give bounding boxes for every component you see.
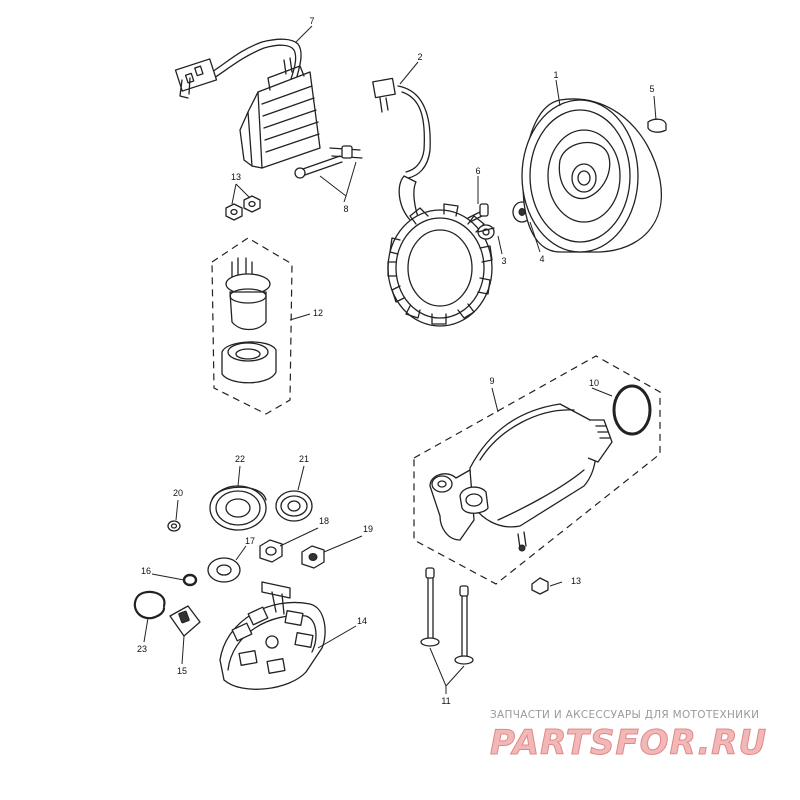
part-washer-small — [477, 224, 495, 240]
part-starter-relay — [211, 237, 293, 415]
callout-7: 7 — [309, 16, 314, 26]
callout-23: 23 — [137, 644, 147, 654]
part-oring-16 — [182, 573, 198, 587]
callout-14: 14 — [357, 616, 367, 626]
part-nut-18 — [259, 539, 283, 563]
callout-18: 18 — [319, 516, 329, 526]
callout-17: 17 — [245, 536, 255, 546]
part-regulator-screws — [294, 145, 363, 179]
watermark-brand: PARTSFOR.RU — [490, 723, 767, 763]
callout-3: 3 — [501, 256, 506, 266]
callout-15: 15 — [177, 666, 187, 676]
part-o-ring — [612, 384, 652, 436]
callout-19: 19 — [363, 524, 373, 534]
part-flywheel-bolt — [467, 203, 489, 223]
callout-22: 22 — [235, 454, 245, 464]
part-starter-motor — [413, 355, 661, 585]
part-nut-19 — [301, 545, 325, 569]
callout-12: 12 — [313, 308, 323, 318]
part-nuts-top — [225, 195, 261, 221]
watermark: ЗАПЧАСТИ И АКСЕССУАРЫ ДЛЯ МОТОТЕХНИКИ PA… — [490, 709, 767, 764]
part-washer-20 — [167, 520, 181, 532]
callout-13-right: 13 — [571, 576, 581, 586]
part-bearing-21 — [275, 490, 313, 522]
callout-5: 5 — [649, 84, 654, 94]
callout-21: 21 — [299, 454, 309, 464]
callout-11: 11 — [441, 696, 450, 706]
part-flywheel — [521, 98, 662, 253]
callout-20: 20 — [173, 488, 183, 498]
part-bearing-22 — [209, 485, 267, 531]
part-circlip-23 — [133, 590, 166, 620]
part-bushing-17 — [207, 557, 241, 583]
callout-2: 2 — [417, 52, 422, 62]
leader-lines — [143, 25, 657, 694]
callout-6: 6 — [475, 166, 480, 176]
part-long-bolts — [420, 567, 474, 665]
part-stator — [372, 77, 493, 327]
callout-13-top: 13 — [231, 172, 241, 182]
callout-8: 8 — [343, 204, 348, 214]
callout-9: 9 — [489, 376, 494, 386]
callout-1: 1 — [553, 70, 558, 80]
callout-16: 16 — [141, 566, 151, 576]
part-woodruff-key — [647, 118, 667, 133]
part-nut-starter — [531, 577, 549, 595]
part-clip-15 — [169, 605, 201, 637]
callout-numbers: 7 2 1 5 6 3 4 8 13 12 9 10 13 11 22 21 2… — [137, 16, 655, 706]
callout-4: 4 — [539, 254, 544, 264]
part-regulator-rectifier — [174, 38, 321, 169]
callout-10: 10 — [589, 378, 599, 388]
part-brush-holder-14 — [219, 581, 326, 690]
watermark-tagline: ЗАПЧАСТИ И АКСЕССУАРЫ ДЛЯ МОТОТЕХНИКИ — [490, 709, 759, 721]
